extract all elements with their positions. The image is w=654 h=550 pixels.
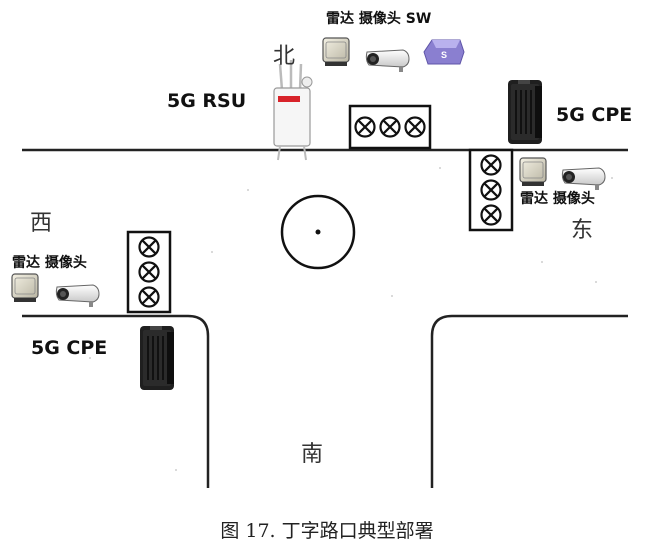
southwest-curb (22, 314, 210, 488)
rsu-label: 5G RSU (167, 90, 247, 112)
radar-icon (519, 157, 547, 187)
radar-icon (11, 273, 39, 303)
cpe-icon (139, 325, 175, 391)
camera-icon (561, 167, 606, 191)
figure-caption: 图 17. 丁字路口典型部署 (220, 520, 434, 542)
camera-icon (365, 49, 410, 73)
cpe-east-label: 5G CPE (556, 104, 633, 126)
traffic-light-east (468, 148, 514, 232)
southeast-curb (430, 314, 628, 488)
rsu-icon (273, 60, 313, 161)
direction-south: 南 (301, 442, 324, 467)
direction-east: 东 (571, 218, 594, 243)
cpe-icon (507, 79, 543, 145)
switch-icon: S (423, 39, 465, 65)
radar-icon (322, 37, 350, 67)
roundabout-icon (280, 194, 356, 270)
east-sensors-label: 雷达 摄像头 (520, 191, 595, 207)
direction-north: 北 (273, 44, 296, 69)
north-sensors-label: 雷达 摄像头 SW (326, 11, 432, 27)
west-sensors-label: 雷达 摄像头 (12, 255, 87, 271)
svg-text:S: S (441, 50, 447, 60)
traffic-light-west (126, 230, 172, 314)
camera-icon (55, 284, 100, 308)
direction-west: 西 (30, 211, 53, 236)
roads (22, 148, 628, 488)
traffic-light-north (348, 104, 432, 150)
cpe-west-label: 5G CPE (31, 337, 108, 359)
